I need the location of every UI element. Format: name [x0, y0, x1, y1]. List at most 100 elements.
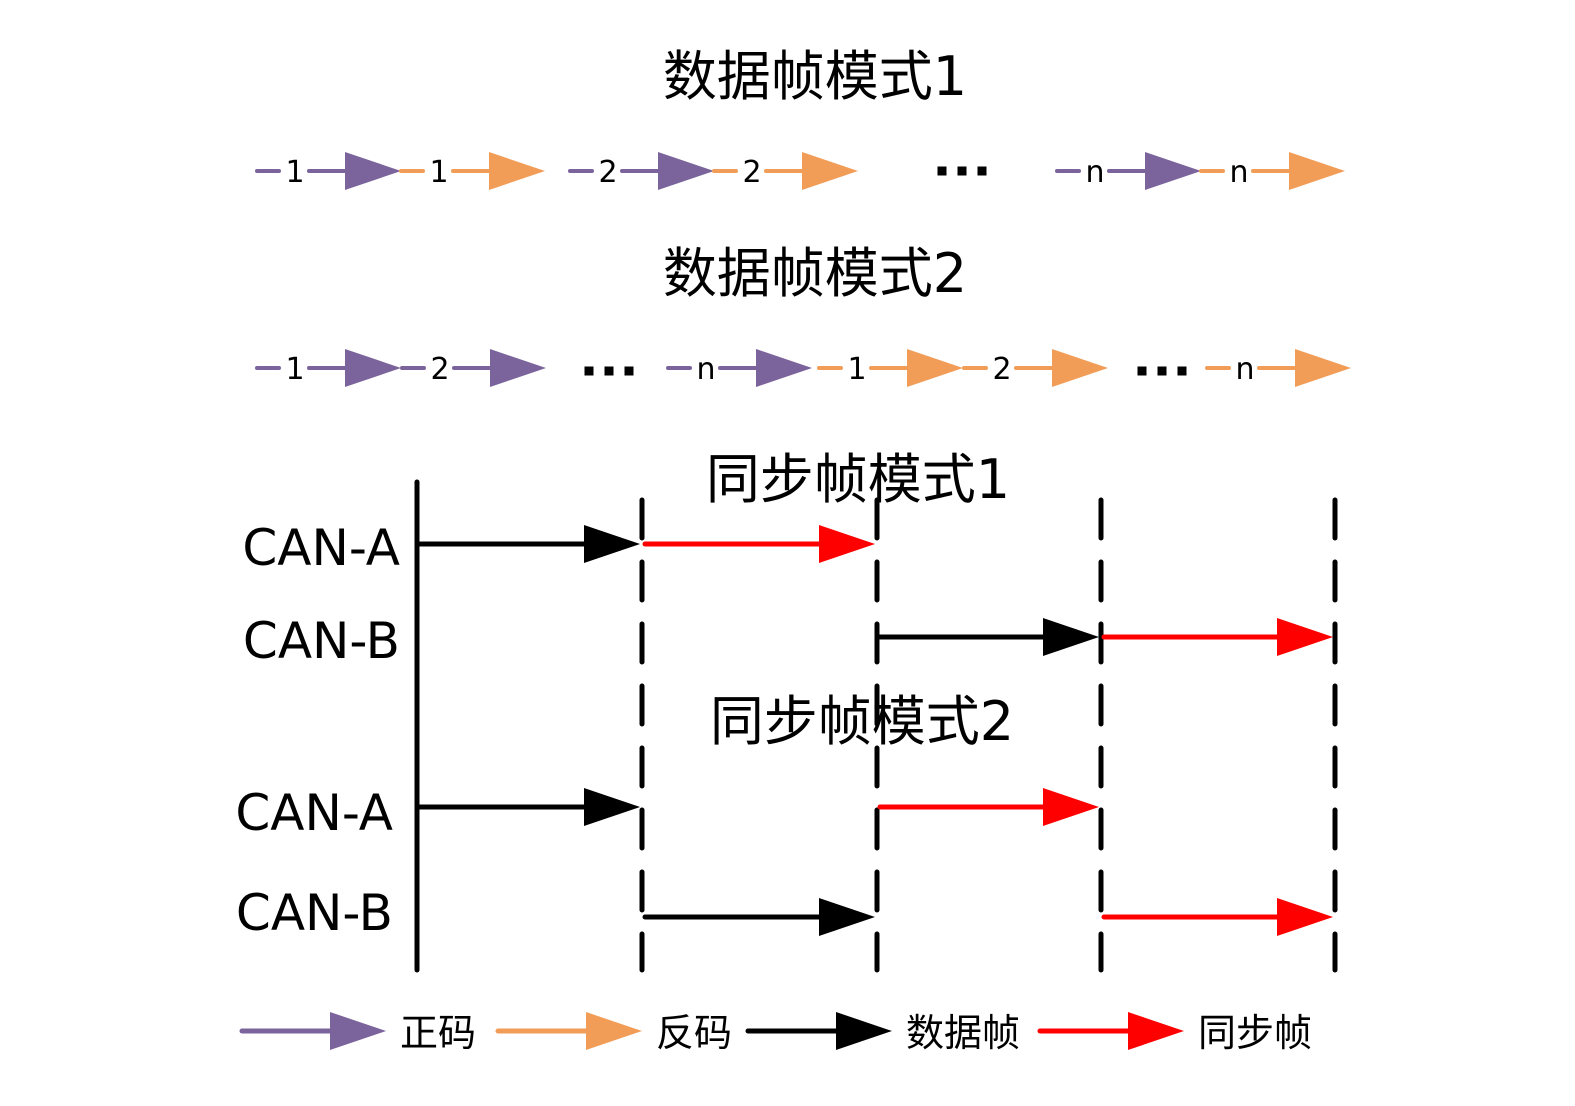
sequence-item: 2 — [568, 152, 714, 190]
data-mode-2-title: 数据帧模式2 — [663, 242, 967, 305]
sequence-arrow-head — [490, 349, 546, 387]
sequence-item: n — [666, 349, 812, 387]
ellipsis-dot — [584, 366, 594, 376]
sequence-number: 2 — [992, 352, 1011, 387]
sequence-arrow — [307, 152, 401, 190]
legend-arrow — [239, 1012, 386, 1050]
sequence-number: 1 — [285, 155, 304, 190]
data-frame-arrow-head — [1043, 618, 1099, 656]
legend-label: 数据帧 — [906, 1011, 1020, 1055]
ellipsis-dot — [624, 366, 634, 376]
frame-segments — [417, 525, 1333, 936]
sync-frame-arrow-head — [1043, 788, 1099, 826]
sync-mode-2-title: 同步帧模式2 — [710, 690, 1014, 753]
sequence-number: n — [1229, 155, 1248, 190]
legend-arrow — [1037, 1012, 1184, 1050]
ellipsis-dot — [1177, 366, 1187, 376]
sequence-arrow — [620, 152, 714, 190]
ellipsis-dot — [1137, 366, 1147, 376]
sequence-number: 1 — [285, 352, 304, 387]
sequence-arrow — [764, 152, 858, 190]
sequence-arrow-head — [658, 152, 714, 190]
ellipsis-dot — [604, 366, 614, 376]
data-mode-2-sequence: 1 2 n 1 2 n — [255, 349, 1351, 387]
legend-arrow-head — [836, 1012, 892, 1050]
sequence-arrow-head — [802, 152, 858, 190]
legend-arrow — [745, 1012, 892, 1050]
sync-mode-2-can-b-label: CAN-B — [236, 884, 393, 942]
sequence-item: 1 — [255, 152, 401, 190]
sync-mode-1-can-b-label: CAN-B — [243, 612, 400, 670]
sequence-arrow-head — [345, 152, 401, 190]
sequence-item: 2 — [712, 152, 858, 190]
slot-boundaries — [639, 497, 1338, 973]
sequence-number: n — [1235, 352, 1254, 387]
sequence-number: n — [696, 352, 715, 387]
sequence-arrow — [1014, 349, 1108, 387]
legend-item: 正码 — [239, 1011, 476, 1055]
sequence-item: 2 — [400, 349, 546, 387]
sequence-arrow-head — [1052, 349, 1108, 387]
sequence-item: 1 — [399, 152, 545, 190]
data-frame-arrow-head — [584, 525, 640, 563]
sequence-item: n — [1055, 152, 1201, 190]
sequence-arrow — [451, 152, 545, 190]
sequence-arrow — [718, 349, 812, 387]
data-frame-arrow-head — [819, 898, 875, 936]
sync-frame-arrow — [877, 788, 1099, 826]
ellipsis — [1137, 366, 1187, 376]
sync-mode-1-can-a-label: CAN-A — [242, 519, 400, 577]
sequence-item: 2 — [962, 349, 1108, 387]
sequence-arrow-head — [1295, 349, 1351, 387]
legend-item: 反码 — [495, 1011, 732, 1055]
legend-arrow-head — [1128, 1012, 1184, 1050]
ellipsis — [937, 166, 987, 176]
sequence-number: 1 — [847, 352, 866, 387]
legend: 正码 反码 数据帧 同步帧 — [239, 1011, 1312, 1055]
sequence-arrow-head — [489, 152, 545, 190]
sequence-number: 1 — [429, 155, 448, 190]
sequence-arrow-head — [345, 349, 401, 387]
sync-frame-arrow — [1101, 898, 1333, 936]
sequence-arrow — [1107, 152, 1201, 190]
sequence-number: 2 — [742, 155, 761, 190]
legend-label: 同步帧 — [1198, 1011, 1312, 1055]
legend-arrow-head — [330, 1012, 386, 1050]
data-frame-arrow — [642, 898, 875, 936]
sync-frame-arrow — [642, 525, 875, 563]
legend-label: 反码 — [656, 1011, 732, 1055]
ellipsis-dot — [937, 166, 947, 176]
sequence-item: n — [1199, 152, 1345, 190]
sync-frame-arrow-head — [1277, 898, 1333, 936]
data-frame-arrow — [417, 525, 640, 563]
ellipsis — [584, 366, 634, 376]
sequence-arrow-head — [756, 349, 812, 387]
sync-frame-arrow-head — [819, 525, 875, 563]
ellipsis-dot — [957, 166, 967, 176]
sequence-arrow — [307, 349, 401, 387]
sequence-number: 2 — [430, 352, 449, 387]
sequence-arrow — [869, 349, 963, 387]
legend-label: 正码 — [400, 1011, 476, 1055]
sequence-arrow — [452, 349, 546, 387]
data-frame-arrow — [877, 618, 1099, 656]
sequence-number: n — [1085, 155, 1104, 190]
legend-arrow-head — [586, 1012, 642, 1050]
sequence-arrow — [1257, 349, 1351, 387]
sync-frame-arrow-head — [1277, 618, 1333, 656]
data-frame-arrow — [417, 788, 640, 826]
legend-arrow — [495, 1012, 642, 1050]
sequence-arrow — [1251, 152, 1345, 190]
sync-mode-2-can-a-label: CAN-A — [235, 784, 393, 842]
sync-frame-arrow — [1101, 618, 1333, 656]
sequence-item: 1 — [255, 349, 401, 387]
ellipsis-dot — [1157, 366, 1167, 376]
data-mode-1-sequence: 1 1 2 2 n n — [255, 152, 1345, 190]
legend-item: 数据帧 — [745, 1011, 1020, 1055]
sequence-item: n — [1205, 349, 1351, 387]
sequence-arrow-head — [1289, 152, 1345, 190]
sequence-item: 1 — [817, 349, 963, 387]
legend-item: 同步帧 — [1037, 1011, 1312, 1055]
sequence-number: 2 — [598, 155, 617, 190]
